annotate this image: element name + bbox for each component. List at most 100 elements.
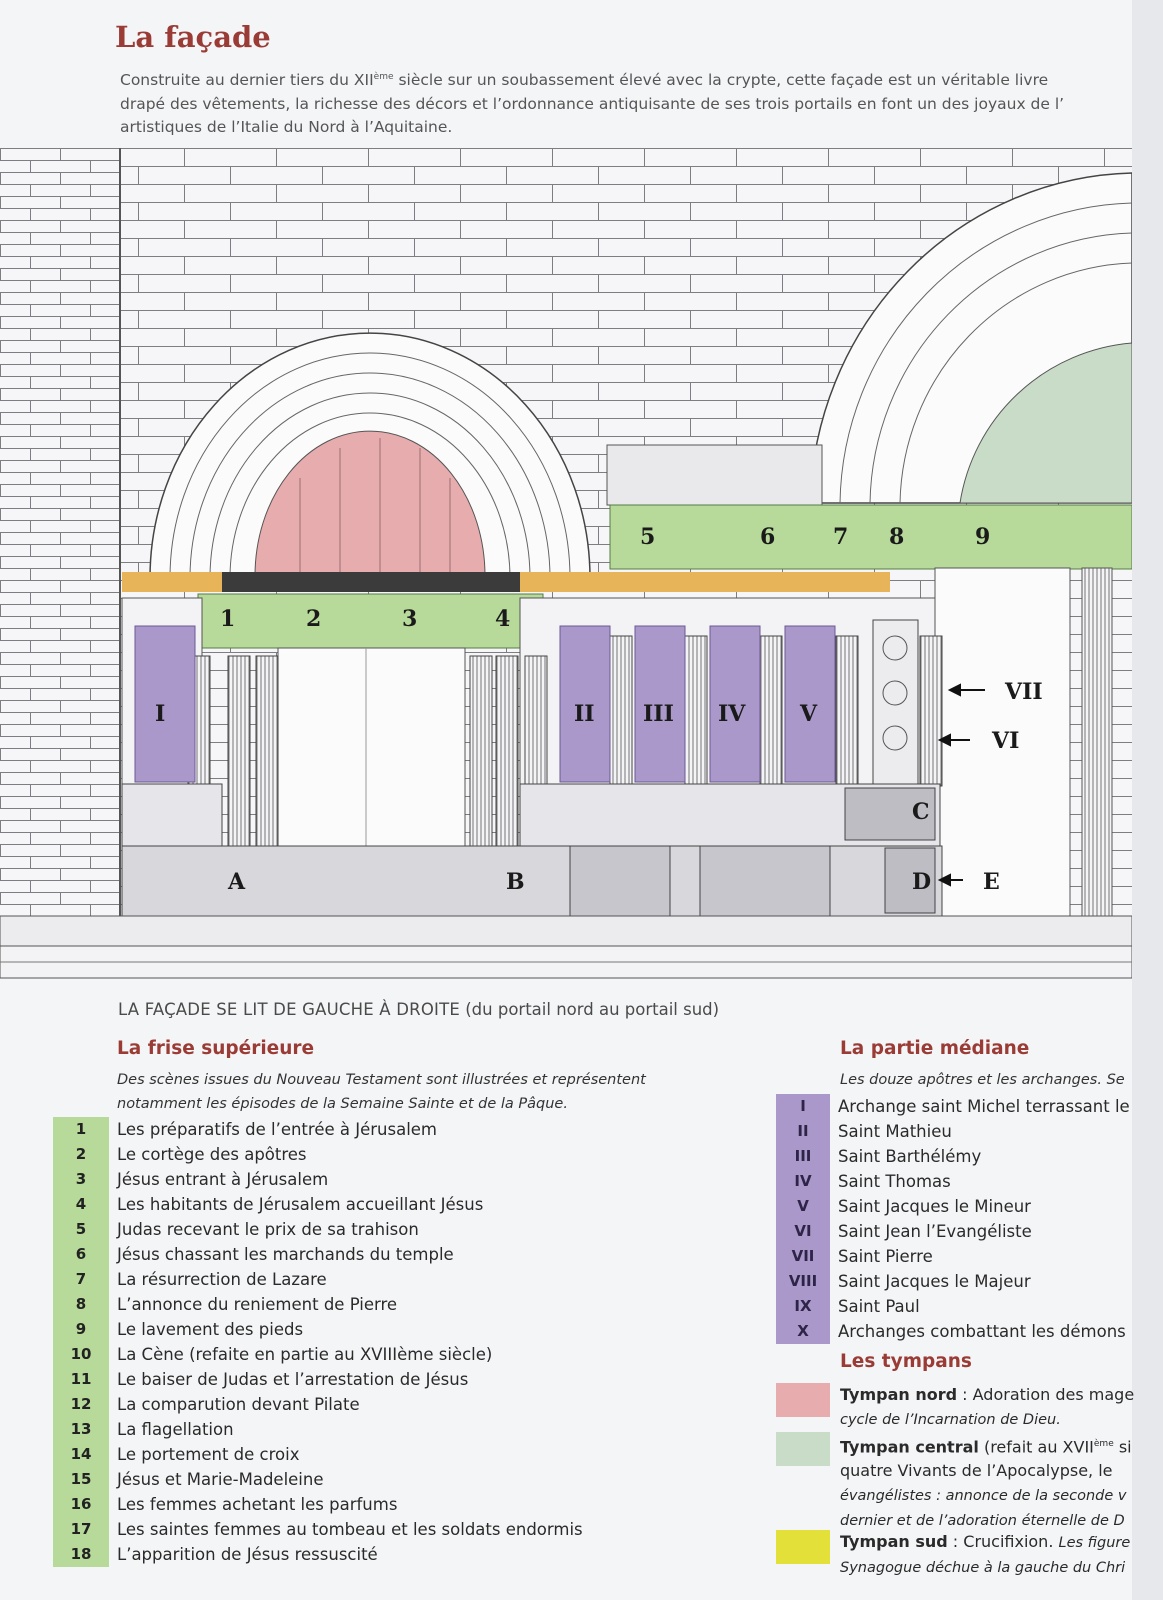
frieze-text: Jésus chassant les marchands du temple bbox=[117, 1245, 454, 1264]
frieze-item-18: 18 L’apparition de Jésus ressuscité bbox=[53, 1542, 583, 1567]
median-text: Saint Jacques le Majeur bbox=[838, 1272, 1031, 1291]
frieze-text: Les préparatifs de l’entrée à Jérusalem bbox=[117, 1120, 438, 1139]
frieze-number: 10 bbox=[53, 1342, 109, 1367]
lintel-center bbox=[520, 572, 890, 592]
median-number: VII bbox=[776, 1244, 830, 1269]
frieze-number: 18 bbox=[53, 1542, 109, 1567]
tympans-heading: Les tympans bbox=[840, 1351, 972, 1372]
median-item-ii: II Saint Mathieu bbox=[776, 1119, 1130, 1144]
frieze-item-2: 2 Le cortège des apôtres bbox=[53, 1142, 583, 1167]
base-c bbox=[844, 787, 936, 841]
median-text: Archanges combattant les démons bbox=[838, 1322, 1126, 1341]
lintel-left bbox=[122, 572, 222, 592]
frieze-text: Les habitants de Jérusalem accueillant J… bbox=[117, 1195, 484, 1214]
frieze-label-8: 8 bbox=[889, 524, 904, 550]
statue-iii bbox=[634, 625, 686, 783]
median-item-vii: VII Saint Pierre bbox=[776, 1244, 1130, 1269]
frieze-number: 4 bbox=[53, 1192, 109, 1217]
median-text: Saint Pierre bbox=[838, 1247, 933, 1266]
intro-line-1: Construite au dernier tiers du XIIème si… bbox=[120, 71, 1049, 90]
frieze-text: La Cène (refaite en partie au XVIIIème s… bbox=[117, 1345, 493, 1364]
statue-label-v: V bbox=[799, 701, 818, 727]
tympan-nord-item: Tympan nord : Adoration des mage cycle d… bbox=[776, 1383, 1134, 1432]
intro-paragraph: Construite au dernier tiers du XIIème si… bbox=[120, 66, 1130, 146]
statue-iv bbox=[709, 625, 761, 783]
median-number: VI bbox=[776, 1219, 830, 1244]
facade-drawing: 1 2 3 4 5 6 7 8 9 I II III IV V VII VI E… bbox=[0, 148, 1132, 979]
median-number: IV bbox=[776, 1169, 830, 1194]
carved-pilaster bbox=[872, 619, 919, 786]
statue-v bbox=[784, 625, 836, 783]
frieze-label-5: 5 bbox=[640, 524, 655, 550]
median-number: X bbox=[776, 1319, 830, 1344]
median-item-i: I Archange saint Michel terrassant le bbox=[776, 1094, 1130, 1119]
frieze-number: 11 bbox=[53, 1367, 109, 1392]
frieze-text: Le portement de croix bbox=[117, 1445, 300, 1464]
frieze-text: Le cortège des apôtres bbox=[117, 1145, 307, 1164]
median-text: Saint Jacques le Mineur bbox=[838, 1197, 1031, 1216]
median-number: II bbox=[776, 1119, 830, 1144]
median-item-iii: III Saint Barthélémy bbox=[776, 1144, 1130, 1169]
median-number: III bbox=[776, 1144, 830, 1169]
frieze-text: Jésus entrant à Jérusalem bbox=[117, 1170, 329, 1189]
frieze-number: 9 bbox=[53, 1317, 109, 1342]
north-portal-arch bbox=[149, 332, 591, 579]
median-text: Saint Mathieu bbox=[838, 1122, 952, 1141]
statue-i bbox=[134, 625, 196, 783]
lintel-dark bbox=[222, 572, 520, 592]
median-list: I Archange saint Michel terrassant le II Sa… bbox=[776, 1094, 1130, 1344]
base-label-b: B bbox=[506, 869, 525, 895]
base-label-a: A bbox=[227, 869, 246, 895]
frieze-number: 13 bbox=[53, 1417, 109, 1442]
median-text: Saint Barthélémy bbox=[838, 1147, 982, 1166]
frieze-number: 2 bbox=[53, 1142, 109, 1167]
median-intro: Les douze apôtres et les archanges. Se bbox=[840, 1072, 1125, 1088]
median-number: I bbox=[776, 1094, 830, 1119]
median-text: Archange saint Michel terrassant le bbox=[838, 1097, 1130, 1116]
frieze-text: Le lavement des pieds bbox=[117, 1320, 304, 1339]
median-item-v: V Saint Jacques le Mineur bbox=[776, 1194, 1130, 1219]
median-number: IX bbox=[776, 1294, 830, 1319]
central-tympanum bbox=[959, 342, 1132, 504]
frieze-item-1: 1 Les préparatifs de l’entrée à Jérusalem bbox=[53, 1117, 583, 1142]
tympan-central-swatch bbox=[776, 1432, 830, 1466]
frieze-number: 15 bbox=[53, 1467, 109, 1492]
statue-label-iv: IV bbox=[718, 701, 746, 727]
statue-ii bbox=[559, 625, 611, 783]
frieze-number: 17 bbox=[53, 1517, 109, 1542]
intro-line-2: drapé des vêtements, la richesse des déc… bbox=[120, 94, 1065, 113]
pointer-arrows bbox=[937, 683, 985, 887]
frieze-text: L’annonce du reniement de Pierre bbox=[117, 1295, 398, 1314]
left-wall bbox=[0, 148, 120, 978]
arrow-label-vii: VII bbox=[1004, 679, 1043, 705]
statue-label-i: I bbox=[155, 701, 165, 727]
frieze-number: 8 bbox=[53, 1292, 109, 1317]
frieze-item-6: 6 Jésus chassant les marchands du temple bbox=[53, 1242, 583, 1267]
median-number: V bbox=[776, 1194, 830, 1219]
median-text: Saint Jean l’Evangéliste bbox=[838, 1222, 1032, 1241]
frieze-number: 7 bbox=[53, 1267, 109, 1292]
page-title: La façade bbox=[115, 20, 271, 54]
frieze-text: L’apparition de Jésus ressuscité bbox=[117, 1545, 378, 1564]
frieze-number: 6 bbox=[53, 1242, 109, 1267]
frieze-number: 1 bbox=[53, 1117, 109, 1142]
frieze-intro: Des scènes issues du Nouveau Testament s… bbox=[117, 1072, 646, 1112]
frieze-text: La comparution devant Pilate bbox=[117, 1395, 360, 1414]
statue-label-iii: III bbox=[643, 701, 674, 727]
base-label-d: D bbox=[912, 869, 931, 895]
central-portal-arch bbox=[809, 172, 1132, 504]
median-item-vi: VI Saint Jean l’Evangéliste bbox=[776, 1219, 1130, 1244]
frieze-text: Les saintes femmes au tombeau et les sol… bbox=[117, 1520, 583, 1539]
frieze-number: 16 bbox=[53, 1492, 109, 1517]
base-label-c: C bbox=[912, 799, 930, 825]
frieze-item-10: 10 La Cène (refaite en partie au XVIIIème… bbox=[53, 1342, 583, 1367]
frieze-number: 3 bbox=[53, 1167, 109, 1192]
